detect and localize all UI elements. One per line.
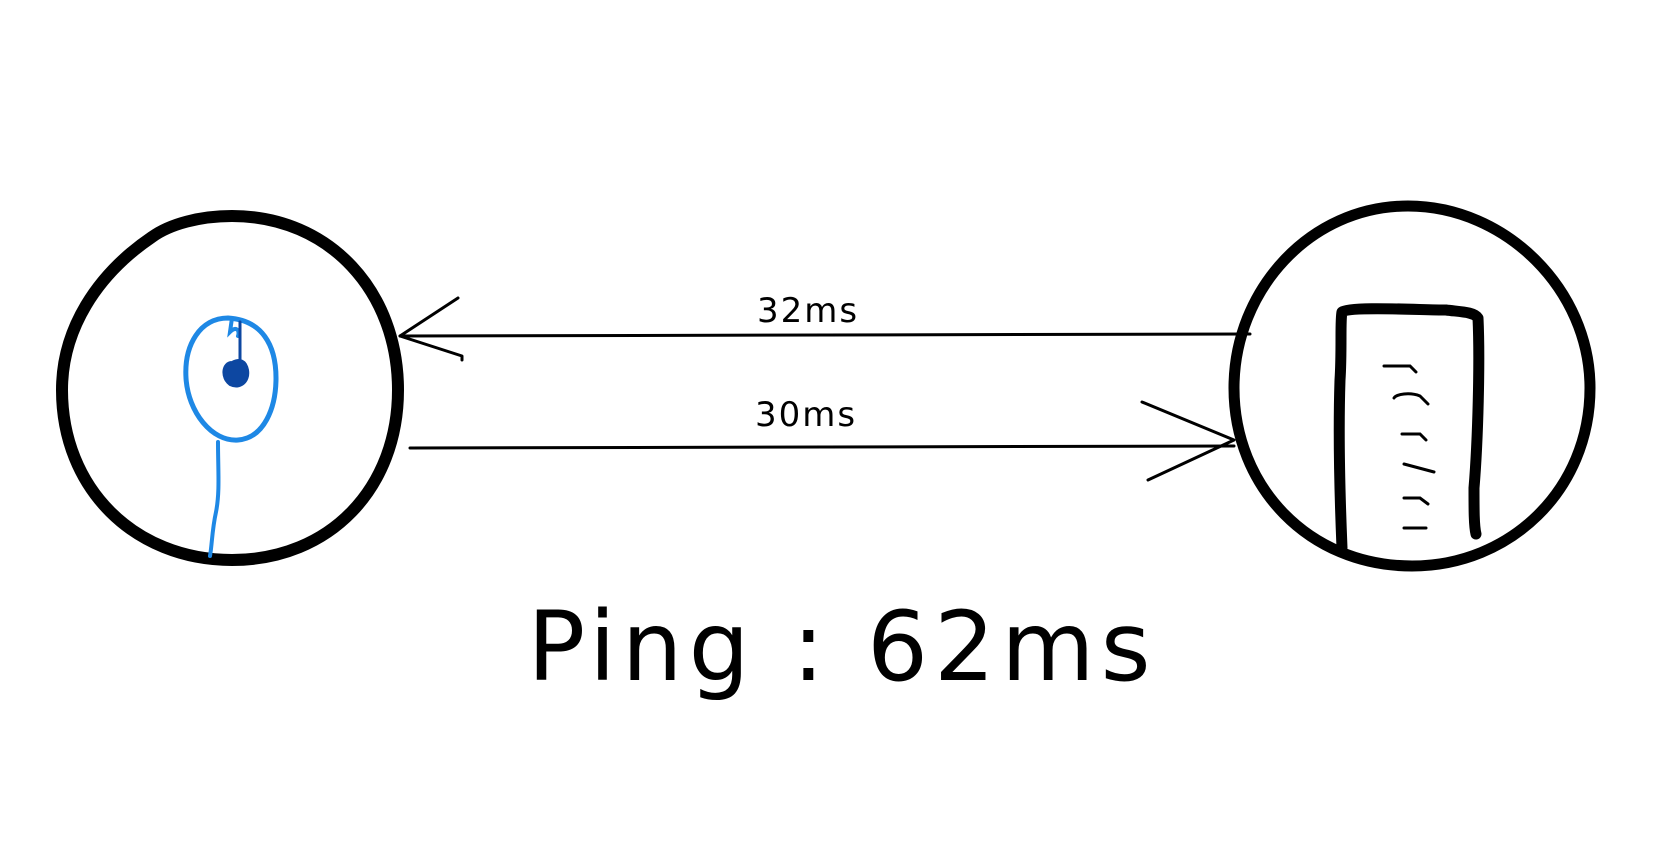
response-arrow <box>398 296 1252 362</box>
client-circle <box>56 210 404 566</box>
upper-latency-label: 32ms <box>757 291 859 331</box>
mouse-icon <box>183 315 279 558</box>
lower-latency-label: 30ms <box>755 395 857 435</box>
client-node <box>56 210 404 566</box>
server-tower-icon <box>1333 303 1485 554</box>
server-circle <box>1228 200 1596 572</box>
ping-total-label: Ping : 62ms <box>527 591 1156 703</box>
server-node <box>1228 200 1596 572</box>
request-arrow <box>408 400 1236 482</box>
